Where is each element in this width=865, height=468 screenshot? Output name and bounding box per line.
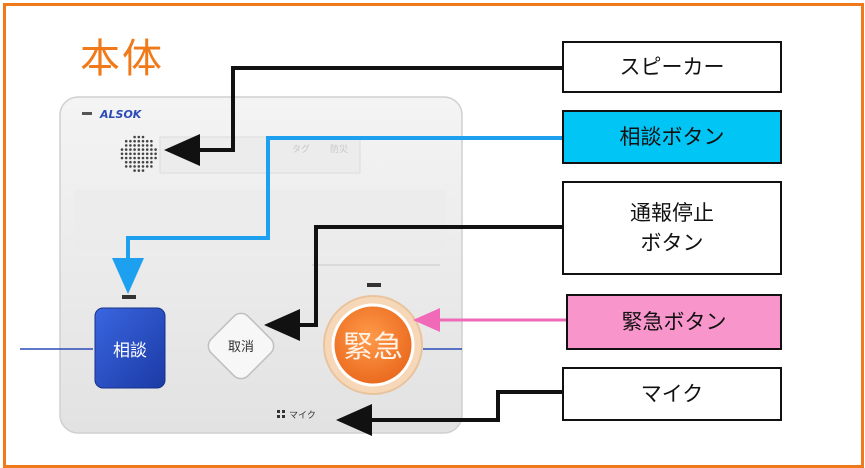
speaker-hole	[154, 152, 157, 156]
sos-led	[122, 295, 136, 299]
speaker-hole	[129, 156, 132, 160]
speaker-hole	[124, 139, 128, 143]
connector-consult	[112, 136, 562, 294]
speaker-hole	[150, 156, 153, 160]
speaker-hole	[124, 156, 128, 160]
callout-consult-button: 相談ボタン	[562, 110, 782, 164]
speaker-hole	[137, 135, 141, 139]
speaker-hole	[145, 165, 149, 168]
speaker-hole	[150, 160, 153, 164]
speaker-hole	[133, 165, 136, 168]
speaker-hole	[137, 144, 141, 147]
speaker-grille	[120, 135, 157, 172]
speaker-hole	[124, 148, 128, 151]
speaker-hole	[154, 148, 157, 151]
speaker-hole	[133, 156, 136, 160]
speaker-hole	[124, 160, 128, 164]
speaker-hole	[137, 165, 141, 168]
speaker-hole	[133, 148, 136, 151]
speaker-hole	[150, 148, 153, 151]
speaker-hole	[145, 144, 149, 147]
sos-button-label: 相談	[113, 341, 147, 361]
speaker-hole	[145, 156, 149, 160]
speaker-hole	[133, 139, 136, 143]
cancel-button-label: 取消	[228, 340, 254, 355]
speaker-hole	[129, 148, 132, 151]
speaker-hole	[129, 144, 132, 147]
speaker-hole	[124, 165, 128, 168]
speaker-hole	[141, 152, 145, 156]
speaker-hole	[137, 160, 141, 164]
brand-logo: ALSOK	[99, 108, 143, 121]
speaker-hole	[141, 165, 145, 168]
connector-stop	[264, 225, 562, 341]
speaker-hole	[129, 139, 132, 143]
speaker-hole	[137, 169, 141, 172]
emergency-button	[331, 303, 415, 387]
connector-mic	[336, 390, 562, 436]
speaker-hole	[150, 165, 153, 168]
speaker-hole	[129, 160, 132, 164]
speaker-hole	[145, 160, 149, 164]
speaker-hole	[145, 148, 149, 151]
speaker-hole	[129, 165, 132, 168]
speaker-hole	[133, 152, 136, 156]
page-title: 本体	[80, 36, 164, 82]
speaker-hole	[154, 156, 157, 160]
speaker-hole	[141, 144, 145, 147]
callout-mic: マイク	[562, 367, 782, 421]
connector-speaker	[164, 66, 562, 166]
speaker-hole	[141, 156, 145, 160]
callout-stop-button: 通報停止 ボタン	[562, 181, 782, 275]
speaker-hole	[133, 160, 136, 164]
speaker-hole	[120, 152, 124, 156]
speaker-hole	[137, 156, 141, 160]
mic-holes	[277, 410, 285, 418]
indicator-text-tag: タグ	[292, 143, 310, 155]
speaker-hole	[141, 148, 145, 151]
speaker-hole	[137, 152, 141, 156]
speaker-hole	[120, 148, 124, 151]
speaker-hole	[129, 152, 132, 156]
sos-button	[94, 307, 166, 389]
speaker-hole	[141, 160, 145, 164]
indicator-text-bousai: 防災	[330, 143, 348, 155]
speaker-hole	[133, 135, 136, 139]
speaker-hole	[145, 139, 149, 143]
speaker-hole	[137, 148, 141, 151]
speaker-hole	[133, 144, 136, 147]
emergency-led	[367, 283, 381, 287]
emergency-button-label: 緊急	[343, 330, 403, 365]
speaker-hole	[120, 156, 124, 160]
speaker-hole	[150, 144, 153, 147]
cancel-button	[207, 312, 275, 380]
speaker-hole	[141, 169, 145, 172]
mic-label: マイク	[289, 410, 316, 421]
speaker-hole	[141, 135, 145, 139]
callout-speaker: スピーカー	[562, 41, 782, 93]
speaker-hole	[137, 139, 141, 143]
speaker-hole	[124, 152, 128, 156]
speaker-hole	[145, 152, 149, 156]
speaker-hole	[150, 139, 153, 143]
speaker-hole	[141, 139, 145, 143]
speaker-hole	[124, 144, 128, 147]
speaker-hole	[150, 152, 153, 156]
speaker-hole	[133, 169, 136, 172]
callout-emergency-button: 緊急ボタン	[566, 294, 782, 350]
